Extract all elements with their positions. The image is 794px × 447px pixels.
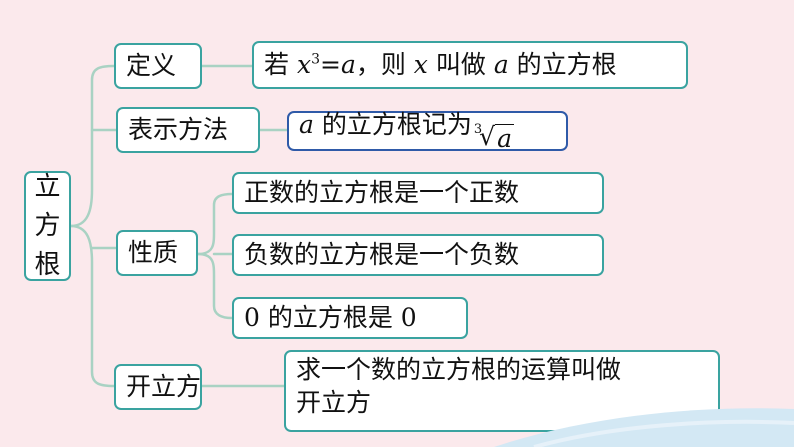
notation-label: 表示方法 bbox=[128, 114, 229, 144]
notation-label-box: 表示方法 bbox=[116, 107, 260, 153]
definition-content-box: 若 x3=a，则 x 叫做 a 的立方根 bbox=[252, 41, 688, 89]
decorative-wave bbox=[494, 408, 794, 447]
property-text: 0 的立方根是 0 bbox=[244, 302, 417, 332]
properties-label: 性质 bbox=[128, 237, 179, 267]
root-node-cube-root: 立 方 根 bbox=[24, 171, 71, 281]
properties-label-box: 性质 bbox=[116, 230, 198, 276]
property-item-positive: 正数的立方根是一个正数 bbox=[232, 172, 604, 214]
operation-text-line: 开立方 bbox=[296, 387, 372, 417]
definition-label: 定义 bbox=[126, 50, 177, 80]
definition-text: 若 x3=a，则 x 叫做 a 的立方根 bbox=[264, 49, 617, 79]
root-char: 立 bbox=[34, 171, 61, 202]
property-item-negative: 负数的立方根是一个负数 bbox=[232, 234, 604, 276]
root-char: 方 bbox=[34, 210, 61, 241]
property-item-zero: 0 的立方根是 0 bbox=[232, 297, 468, 339]
property-text: 负数的立方根是一个负数 bbox=[244, 239, 520, 269]
cube-root-symbol: 3√a bbox=[473, 121, 514, 153]
operation-label-box: 开立方 bbox=[114, 364, 202, 410]
root-char: 根 bbox=[34, 249, 61, 280]
operation-text-line: 求一个数的立方根的运算叫做 bbox=[296, 355, 622, 384]
property-text: 正数的立方根是一个正数 bbox=[244, 177, 520, 207]
definition-label-box: 定义 bbox=[114, 43, 202, 89]
operation-label: 开立方 bbox=[126, 371, 202, 401]
